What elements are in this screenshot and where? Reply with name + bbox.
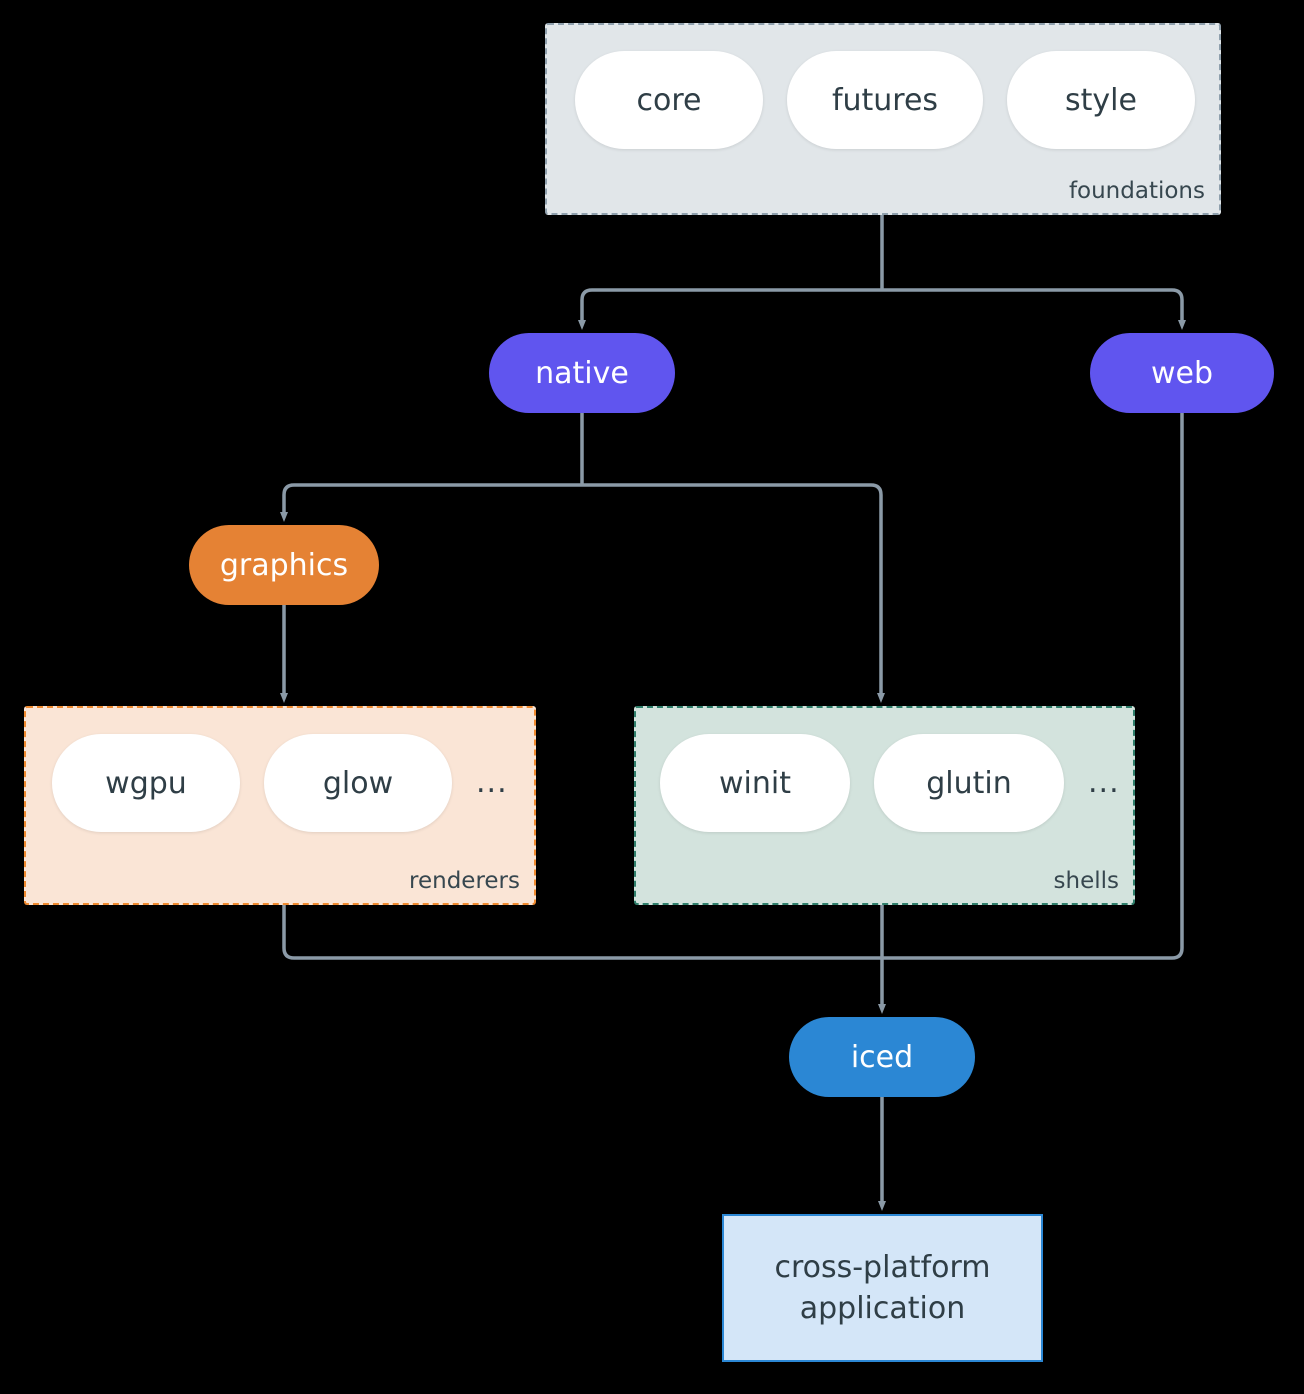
edge-foundations-to-native [578,288,882,330]
group-renderers: wgpu glow ... renderers [24,706,536,905]
node-glutin[interactable]: glutin [874,734,1064,832]
group-shells: winit glutin ... shells [634,706,1135,905]
node-native[interactable]: native [489,333,675,413]
group-foundations-items: core futures style [575,51,1195,149]
application-label-line2: application [799,1291,966,1326]
edge-renderers-to-iced [282,905,882,960]
application-label-line1: cross-platform [774,1249,991,1285]
group-foundations: core futures style foundations [545,23,1221,215]
node-futures[interactable]: futures [787,51,983,149]
node-graphics[interactable]: graphics [189,525,379,605]
group-renderers-label: renderers [409,868,520,894]
edge-foundations-to-web [882,288,1186,330]
node-application[interactable]: cross-platform application [722,1214,1043,1362]
node-glow[interactable]: glow [264,734,452,832]
group-shells-items: winit glutin ... [660,734,1120,832]
edge-native-to-shells [582,483,885,703]
node-iced[interactable]: iced [789,1017,975,1097]
node-web[interactable]: web [1090,333,1274,413]
group-foundations-label: foundations [1068,178,1205,204]
node-wgpu[interactable]: wgpu [52,734,240,832]
node-core[interactable]: core [575,51,763,149]
renderers-ellipsis: ... [476,765,508,800]
edge-native-to-graphics [280,483,582,522]
node-winit[interactable]: winit [660,734,850,832]
group-renderers-items: wgpu glow ... [52,734,508,832]
shells-ellipsis: ... [1088,765,1120,800]
group-shells-label: shells [1053,868,1119,894]
node-style[interactable]: style [1007,51,1195,149]
